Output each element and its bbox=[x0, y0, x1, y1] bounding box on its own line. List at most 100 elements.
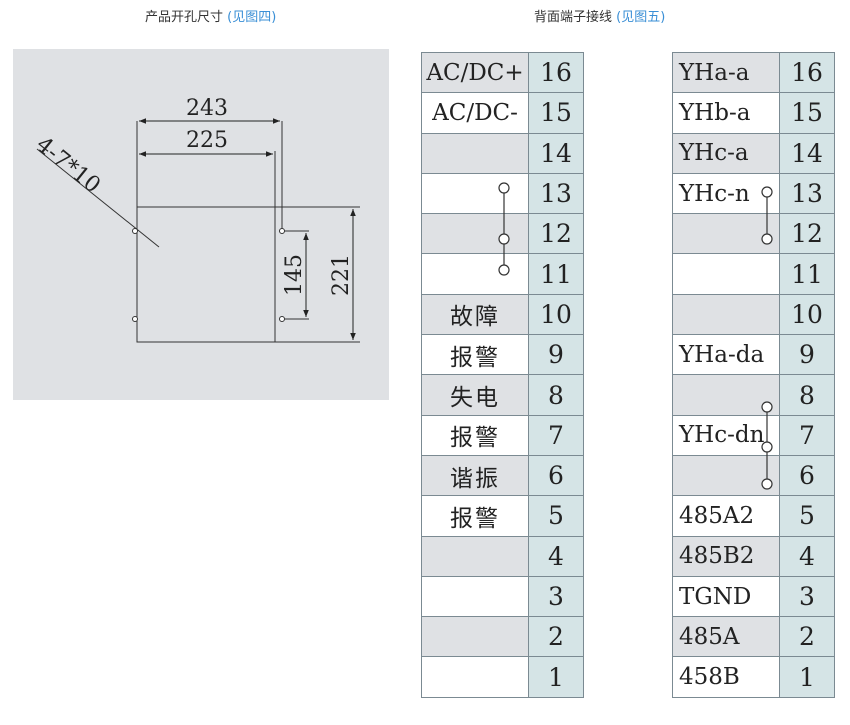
terminal-label: 故障 bbox=[421, 293, 529, 336]
terminal-number: 14 bbox=[528, 132, 584, 174]
terminal-number: 5 bbox=[779, 495, 835, 537]
terminal-number: 6 bbox=[528, 454, 584, 497]
terminal-number: 7 bbox=[779, 414, 835, 456]
terminal-label bbox=[421, 253, 529, 295]
terminal-label bbox=[672, 293, 780, 336]
terminal-label: 报警 bbox=[421, 414, 529, 456]
terminal-number: 9 bbox=[779, 334, 835, 376]
wiring-caption-ref: (见图五) bbox=[616, 10, 666, 25]
mount-hole-top-left bbox=[132, 228, 138, 234]
terminal-number: 6 bbox=[779, 454, 835, 497]
terminal-label: AC/DC- bbox=[421, 92, 529, 134]
terminal-label: 485B2 bbox=[672, 535, 780, 577]
terminal-number: 2 bbox=[779, 616, 835, 658]
terminal-label bbox=[672, 253, 780, 295]
table-row: 4 bbox=[421, 535, 584, 577]
terminal-number: 1 bbox=[528, 656, 584, 698]
table-row: 12 bbox=[672, 213, 835, 255]
mount-hole-top-right bbox=[279, 228, 285, 234]
table-row: 6 bbox=[672, 454, 835, 497]
terminal-number: 8 bbox=[779, 374, 835, 416]
terminal-label: 485A2 bbox=[672, 495, 780, 537]
terminal-label: YHb-a bbox=[672, 92, 780, 134]
cutout-caption: 产品开孔尺寸 (见图四) bbox=[145, 6, 276, 25]
terminal-label bbox=[421, 535, 529, 577]
dimension-label-225: 225 bbox=[186, 128, 228, 153]
dimension-label-145: 145 bbox=[282, 254, 307, 296]
table-row: 1 bbox=[421, 656, 584, 698]
terminal-number: 13 bbox=[528, 172, 584, 215]
terminal-number: 12 bbox=[779, 213, 835, 255]
terminal-number: 15 bbox=[779, 92, 835, 134]
mount-hole-bottom-right bbox=[279, 316, 285, 322]
terminal-number: 16 bbox=[779, 51, 835, 94]
wiring-caption-title: 背面端子接线 bbox=[534, 10, 613, 25]
terminal-number: 8 bbox=[528, 374, 584, 416]
terminal-number: 11 bbox=[779, 253, 835, 295]
terminal-label: 458B bbox=[672, 656, 780, 698]
cutout-caption-title: 产品开孔尺寸 bbox=[145, 10, 224, 25]
terminal-number: 14 bbox=[779, 132, 835, 174]
mount-hole-bottom-left bbox=[132, 316, 138, 322]
table-row: 14 bbox=[421, 132, 584, 174]
terminal-number: 12 bbox=[528, 213, 584, 255]
terminal-label bbox=[672, 454, 780, 497]
terminal-label: YHa-a bbox=[672, 51, 780, 94]
terminal-number: 1 bbox=[779, 656, 835, 698]
table-row: 12 bbox=[421, 213, 584, 255]
table-row: 8 bbox=[672, 374, 835, 416]
terminal-label bbox=[421, 656, 529, 698]
terminal-number: 3 bbox=[779, 575, 835, 618]
terminal-label bbox=[421, 575, 529, 618]
terminal-number: 5 bbox=[528, 495, 584, 537]
terminal-label: 失电 bbox=[421, 374, 529, 416]
terminal-number: 9 bbox=[528, 334, 584, 376]
terminal-label: TGND bbox=[672, 575, 780, 618]
terminal-label: 485A bbox=[672, 616, 780, 658]
terminal-label: YHc-dn bbox=[672, 414, 780, 456]
terminal-number: 10 bbox=[528, 293, 584, 336]
table-row: 13 bbox=[421, 172, 584, 215]
terminal-label bbox=[672, 374, 780, 416]
table-row: 11 bbox=[672, 253, 835, 295]
terminal-number: 3 bbox=[528, 575, 584, 618]
cutout-drawing-panel: 243 225 145 221 4-7*10 bbox=[13, 49, 389, 400]
hole-leader-line bbox=[36, 148, 160, 248]
terminal-label: YHc-a bbox=[672, 132, 780, 174]
terminal-number: 2 bbox=[528, 616, 584, 658]
terminal-number: 13 bbox=[779, 172, 835, 215]
terminal-number: 4 bbox=[779, 535, 835, 577]
dimension-label-221: 221 bbox=[329, 254, 354, 296]
terminal-label: 谐振 bbox=[421, 454, 529, 497]
terminal-label bbox=[421, 616, 529, 658]
table-row: AC/DC-15 bbox=[421, 92, 584, 134]
dimension-label-243: 243 bbox=[186, 96, 228, 121]
terminal-label: 报警 bbox=[421, 495, 529, 537]
terminal-label: AC/DC+ bbox=[421, 51, 529, 94]
table-row: 2 bbox=[421, 616, 584, 658]
table-row: 10 bbox=[672, 293, 835, 336]
table-row: AC/DC+16 bbox=[421, 51, 584, 94]
cutout-drawing: 243 225 145 221 4-7*10 bbox=[31, 96, 360, 343]
table-row: 3 bbox=[421, 575, 584, 618]
cutout-caption-ref: (见图四) bbox=[227, 10, 277, 25]
terminal-label bbox=[672, 213, 780, 255]
